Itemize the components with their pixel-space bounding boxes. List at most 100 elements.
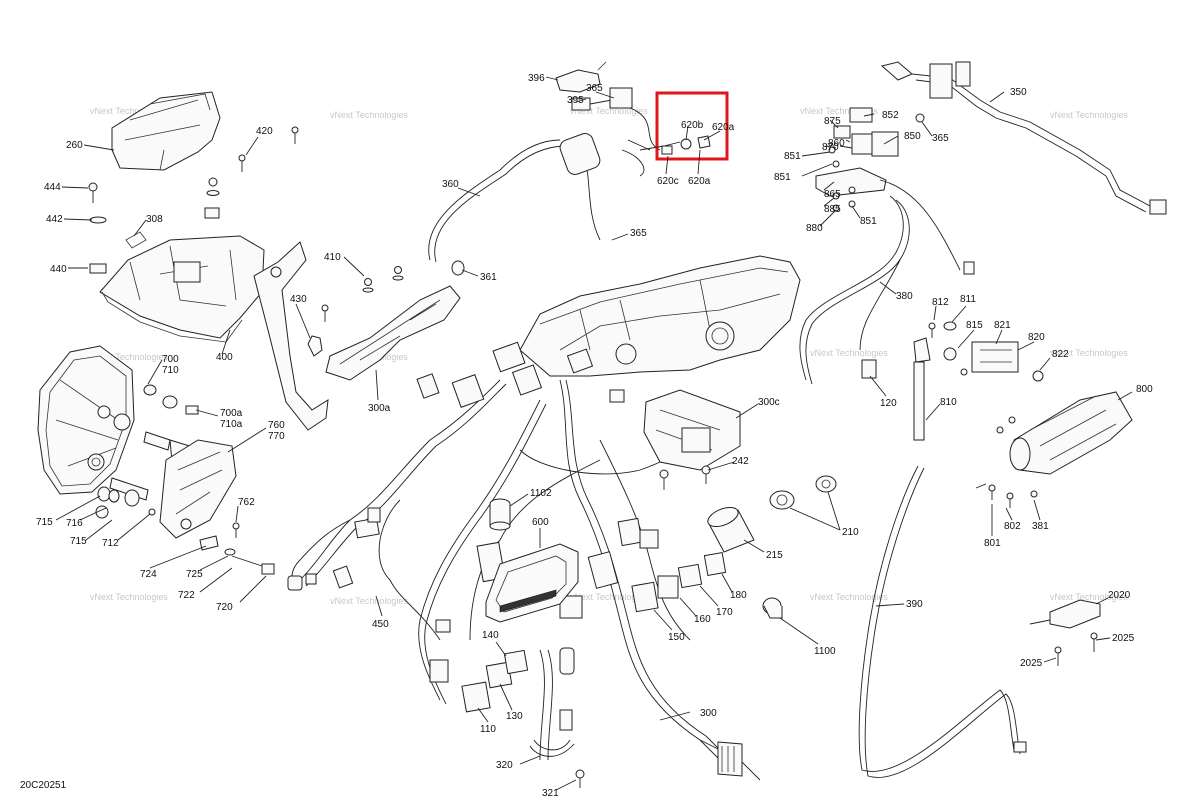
callout-label: 812 (932, 297, 949, 308)
callout-label: 620a (688, 176, 711, 187)
watermark: vNext Technologies (800, 106, 878, 116)
relay-cluster (799, 107, 975, 385)
watermark: vNext Technologies (90, 106, 168, 116)
callout-label: 210 (842, 527, 859, 538)
highlight-box (655, 91, 729, 161)
callout-label: 380 (896, 291, 913, 302)
gauge-600 (485, 543, 579, 623)
callout-label: 810 (940, 397, 957, 408)
callout-label: 600 (532, 517, 549, 528)
callout-label: 321 (542, 788, 559, 799)
callout-label: 820 (1028, 332, 1045, 343)
callout-label: 361 (480, 272, 497, 283)
callout-label: 870 (822, 142, 839, 153)
callout-label: 720 (216, 602, 233, 613)
callout-label: 150 (668, 632, 685, 643)
callout-label: 400 (216, 352, 233, 363)
callout-label: 260 (66, 140, 83, 151)
callout-label: 815 (966, 320, 983, 331)
callout-label: 716 (66, 518, 83, 529)
callout-label: 160 (694, 614, 711, 625)
watermark: vNext Technologies (810, 592, 888, 602)
watermark: vNext Technologies (1050, 348, 1128, 358)
switch-1100 (762, 597, 783, 619)
callout-label: 300c (758, 397, 780, 408)
watermark: vNext Technologies (810, 348, 888, 358)
callout-label: 110 (480, 724, 496, 735)
winch-800 (975, 391, 1133, 508)
callout-label: 350 (1010, 87, 1027, 98)
callout-label: 802 (1004, 521, 1021, 532)
callout-label: 170 (716, 607, 733, 618)
callout-label: 444 (44, 182, 61, 193)
callout-label: 360 (442, 179, 459, 190)
harness-connectors (287, 341, 743, 777)
callout-label: 715 (36, 517, 53, 528)
callout-label: 822 (1052, 349, 1069, 360)
callout-label: 865 (824, 189, 841, 200)
watermark: vNext Technologies (1050, 110, 1128, 120)
callout-label: 215 (766, 550, 783, 561)
callout-label: 180 (730, 590, 747, 601)
callout-label: 722 (178, 590, 195, 601)
highlight-620-group (639, 91, 729, 161)
battery-tray-400 (99, 235, 329, 431)
callout-label: 2025 (1020, 658, 1043, 669)
callout-label: 712 (102, 538, 119, 549)
callout-label: 242 (732, 456, 749, 467)
callout-label: 762 (238, 497, 255, 508)
switches-210 (769, 475, 837, 510)
callout-label: 365 (586, 83, 603, 94)
callout-label: 396 (528, 73, 545, 84)
bracket-410-430 (307, 266, 461, 381)
callout-label: 1102 (530, 488, 552, 499)
callout-label: 710 (162, 365, 179, 376)
callout-label: 821 (994, 320, 1011, 331)
callout-label: 420 (256, 126, 273, 137)
callout-label: 715 (70, 536, 87, 547)
callout-label: 620b (681, 120, 704, 131)
callout-label: 2025 (1112, 633, 1135, 644)
callout-label: 140 (482, 630, 499, 641)
callout-labels: 396 395 365 620b 620a 620c 620a 360 365 … (36, 73, 1153, 799)
winch-parts-810-822 (913, 321, 1044, 441)
dash-frame-300 (519, 255, 801, 377)
callout-label: 850 (904, 131, 921, 142)
battery-cover-260 (111, 91, 221, 171)
diagram-code: 20C20251 (20, 780, 67, 791)
callout-label: 2020 (1108, 590, 1131, 601)
fuse-box-395-396 (555, 61, 661, 177)
callout-label: 1100 (814, 646, 836, 657)
callout-label: 700 (162, 354, 179, 365)
callout-label: 130 (506, 711, 523, 722)
watermark: vNext Technologies (570, 106, 648, 116)
callout-label: 811 (960, 294, 976, 305)
callout-label: 320 (496, 760, 513, 771)
bracket-300c (643, 389, 741, 490)
callout-label: 851 (774, 172, 791, 183)
callout-label: 365 (630, 228, 647, 239)
ignition-1102 (489, 498, 511, 531)
callout-label: 801 (984, 538, 1001, 549)
callout-label: 770 (268, 431, 285, 442)
callout-label: 390 (906, 599, 923, 610)
callout-label: 620a (712, 122, 735, 133)
callout-label: 885 (824, 204, 841, 215)
callout-label: 620c (657, 176, 679, 187)
callout-label: 365 (932, 133, 949, 144)
callout-label: 860 (828, 138, 845, 149)
front-panel-700 (37, 345, 135, 495)
watermark: vNext Technologies (570, 592, 648, 602)
callout-label: 450 (372, 619, 389, 630)
callout-label: 381 (1032, 521, 1049, 532)
fuse-215 (707, 506, 755, 553)
callout-label: 724 (140, 569, 157, 580)
callout-label: 300 (700, 708, 717, 719)
callout-label: 875 (824, 116, 841, 127)
callout-label: 880 (806, 223, 823, 234)
callout-label: 300a (368, 403, 391, 414)
callout-label: 800 (1136, 384, 1153, 395)
callout-label: 725 (186, 569, 203, 580)
